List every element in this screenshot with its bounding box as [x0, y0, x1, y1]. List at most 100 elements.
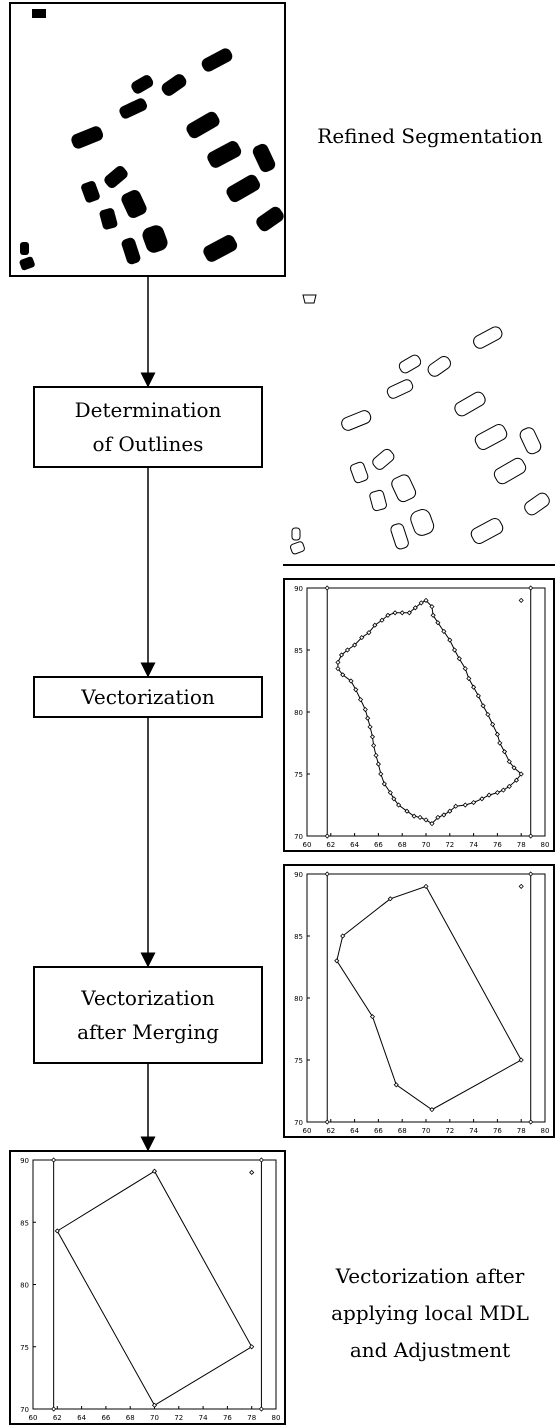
vertex-marker [486, 792, 492, 798]
boundary-marker [324, 1119, 330, 1125]
merging-line-1: Vectorization [81, 986, 215, 1010]
vertex-marker [352, 642, 358, 648]
vertex-marker [338, 652, 345, 658]
vertex-marker [485, 711, 491, 718]
x-tick-label: 76 [493, 1127, 502, 1135]
vertex-marker [340, 672, 346, 678]
x-tick-label: 78 [247, 1414, 256, 1422]
vertex-marker [462, 666, 468, 672]
vertex-marker [371, 742, 377, 749]
vertex-marker [494, 790, 500, 796]
determination-line-2: of Outlines [92, 432, 204, 456]
vertex-marker [511, 765, 517, 771]
x-tick-label: 78 [517, 1127, 526, 1135]
x-tick-label: 70 [422, 841, 431, 849]
x-tick-label: 80 [541, 1127, 550, 1135]
vertex-marker [392, 610, 398, 616]
boundary-marker [528, 585, 534, 591]
final-line-1: Vectorization after [335, 1264, 525, 1288]
y-tick-label: 90 [20, 1157, 29, 1165]
y-tick-label: 85 [20, 1219, 29, 1227]
vertex-marker [381, 781, 387, 787]
vertex-marker [500, 787, 506, 793]
vertex-marker [471, 684, 477, 690]
determination-outlines-box: Determination of Outlines [33, 386, 263, 468]
vertex-marker [513, 777, 520, 783]
x-tick-label: 60 [29, 1414, 38, 1422]
vertex-marker [249, 1344, 255, 1350]
boundary-marker [324, 871, 330, 877]
vertex-marker [393, 1082, 399, 1088]
vertex-marker [367, 724, 373, 730]
vertex-marker [490, 721, 496, 727]
vertex-marker [340, 933, 346, 939]
x-tick-label: 76 [223, 1414, 232, 1422]
vertex-marker [441, 628, 447, 634]
x-tick-label: 60 [303, 1127, 312, 1135]
outline-polygon [56, 1170, 253, 1406]
vertex-marker [423, 597, 429, 603]
isolated-point [249, 1169, 255, 1176]
segmentation-panel [9, 2, 286, 277]
plot-frame [306, 587, 546, 837]
vertex-marker [379, 617, 385, 623]
isolated-point [518, 597, 524, 603]
x-tick-label: 74 [199, 1414, 208, 1422]
x-tick-label: 80 [541, 841, 550, 849]
x-tick-label: 64 [350, 1127, 359, 1135]
boundary-marker [258, 1406, 264, 1412]
x-tick-label: 60 [303, 841, 312, 849]
x-tick-label: 64 [350, 841, 359, 849]
y-tick-label: 85 [294, 933, 303, 941]
x-tick-label: 62 [53, 1414, 62, 1422]
vertex-marker [429, 821, 435, 827]
vertex-marker [366, 630, 372, 636]
x-tick-label: 68 [398, 841, 407, 849]
y-tick-label: 90 [294, 585, 303, 593]
boundary-marker [528, 833, 534, 839]
plot-frame [306, 873, 546, 1123]
x-tick-label: 72 [174, 1414, 183, 1422]
outlines-image [289, 294, 550, 555]
x-tick-label: 70 [422, 1127, 431, 1135]
vertex-marker [375, 761, 381, 767]
vertex-marker [411, 813, 417, 819]
merging-line-2: after Merging [77, 1020, 219, 1044]
vertex-marker [453, 803, 459, 809]
boundary-marker [51, 1157, 57, 1163]
vertex-marker [435, 814, 441, 820]
vertex-marker [506, 759, 512, 765]
y-tick-label: 80 [20, 1282, 29, 1290]
boundary-marker [324, 585, 330, 591]
determination-line-1: Determination [74, 398, 222, 422]
vertex-marker [385, 612, 391, 618]
vertex-marker [362, 706, 368, 713]
vertex-marker [369, 1014, 376, 1020]
vertex-marker [423, 883, 429, 889]
y-tick-label: 85 [294, 647, 303, 655]
x-tick-label: 80 [272, 1414, 281, 1422]
final-label: Vectorization after applying local MDL a… [305, 1258, 555, 1369]
vertex-marker [518, 1057, 524, 1063]
vertex-marker [387, 790, 393, 796]
vertex-marker [462, 802, 468, 808]
final-line-3: and Adjustment [349, 1338, 511, 1362]
y-tick-label: 80 [294, 709, 303, 717]
vertex-marker [429, 1107, 435, 1113]
vertex-marker [447, 808, 453, 814]
vertex-marker [334, 958, 340, 964]
y-tick-label: 70 [294, 1119, 303, 1127]
isolated-point [518, 883, 524, 889]
x-tick-label: 74 [469, 841, 478, 849]
x-tick-label: 72 [445, 841, 454, 849]
vectorization-box: Vectorization [33, 676, 263, 718]
vertex-marker [369, 734, 376, 740]
vertex-marker [456, 656, 462, 662]
segmentation-image [19, 9, 284, 271]
